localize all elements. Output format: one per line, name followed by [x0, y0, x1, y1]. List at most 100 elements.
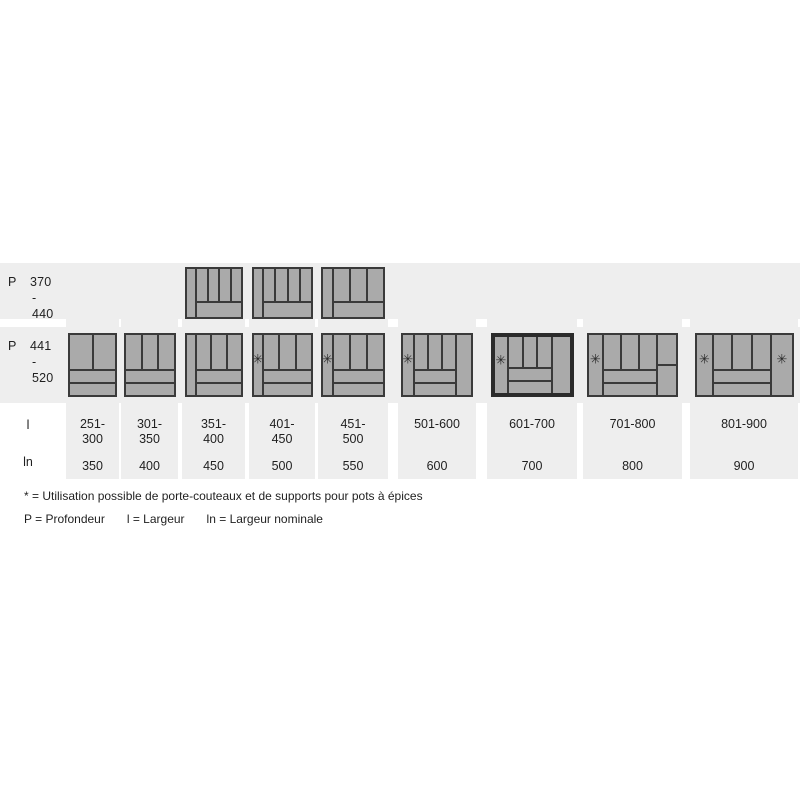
width-range-text: 251- 300 [79, 417, 106, 446]
nominal-width-text: 500 [271, 459, 293, 473]
tray-compartment [415, 335, 429, 369]
tray-compartment [159, 335, 175, 369]
tray-compartment [538, 337, 552, 367]
tray-top-compartments [509, 337, 552, 367]
column-nominal-value-400: 400 [121, 455, 178, 474]
legend-p: P = Profondeur [24, 512, 105, 526]
tray-compartment [126, 335, 143, 369]
tray-compartment [640, 335, 656, 369]
column-nominal-value-600: 600 [398, 455, 476, 474]
tray-bar [334, 301, 383, 317]
tray-compartment [752, 335, 770, 369]
asterisk-marker-left: ✳ [322, 352, 333, 368]
footnote-asterisk: * = Utilisation possible de porte-coutea… [24, 489, 423, 503]
depth-1-line3: 440 [32, 307, 54, 321]
nominal-width-text: 900 [733, 459, 755, 473]
tray-bar [604, 369, 656, 382]
width-range-text: 601-700 [509, 417, 555, 431]
tray-body: ✳ [589, 335, 676, 395]
tray-compartment [523, 337, 539, 367]
tray-top-compartments [334, 269, 383, 301]
width-range-text: 401- 450 [269, 417, 295, 446]
nominal-width-text: 700 [521, 459, 543, 473]
column-nominal-value-800: 800 [583, 455, 682, 474]
tray-bar [264, 369, 311, 382]
column-nominal-value-450: 450 [182, 455, 245, 474]
tray-top-compartments [604, 335, 656, 369]
tray-main-stack [197, 269, 241, 317]
tray-compartment [70, 335, 94, 369]
tray-bar [714, 382, 770, 395]
tray-body [70, 335, 115, 395]
tray-body: ✳ [252, 335, 311, 395]
tray-body: ✳ [403, 335, 471, 395]
depth-2-line2: - [32, 355, 37, 369]
tray-p441-520-col-6: ✳ [401, 333, 473, 397]
asterisk-marker-left: ✳ [699, 352, 710, 368]
column-width-value-500: 401- 450 [249, 417, 315, 447]
tray-top-compartments [197, 335, 241, 369]
tray-p441-520-col-7: ✳ [491, 333, 574, 397]
depth-2-line1: 441 [30, 339, 52, 353]
tray-right-section: ✳ [772, 335, 792, 395]
tray-main-stack [334, 269, 383, 317]
tray-compartment [197, 335, 213, 369]
tray-right-cell [658, 366, 676, 395]
tray-bar [197, 369, 241, 382]
row-header-nominal-width: ln [23, 455, 33, 469]
tray-bottom-bars [604, 369, 656, 395]
tray-side-column-right: ✳ [772, 335, 792, 395]
tray-p370-440-col-3 [185, 267, 243, 319]
tray-compartment [443, 335, 455, 369]
column-width-value-600: 501-600 [398, 417, 476, 432]
tray-compartment [212, 335, 228, 369]
column-width-value-800: 701-800 [583, 417, 682, 432]
tray-side-column-left [187, 269, 197, 317]
tray-top-compartments [334, 335, 383, 369]
tray-compartment [231, 269, 241, 301]
tray-compartment [296, 335, 311, 369]
depth-1-line2: - [32, 291, 37, 305]
depth-2-line3: 520 [32, 371, 54, 385]
column-nominal-value-350: 350 [66, 455, 119, 474]
asterisk-marker-left: ✳ [252, 352, 264, 368]
tray-bar [415, 369, 455, 382]
tray-top-compartments [264, 335, 311, 369]
tray-side-column-left: ✳ [322, 335, 334, 395]
tray-bar [126, 369, 174, 382]
tray-compartment [334, 335, 351, 369]
tray-bar [334, 369, 383, 382]
tray-body: ✳ [495, 337, 570, 393]
column-nominal-value-700: 700 [487, 455, 577, 474]
tray-compartment [733, 335, 753, 369]
tray-side-column-left: ✳ [697, 335, 714, 395]
tray-p441-520-col-2 [124, 333, 176, 397]
tray-right-section [457, 335, 471, 395]
depth-prefix-1: P [8, 275, 17, 289]
tray-side-column-left [323, 269, 334, 317]
tray-p441-520-col-5: ✳ [321, 333, 385, 397]
legend-l: l = Largeur [126, 512, 185, 526]
width-range-text: 701-800 [609, 417, 656, 431]
tray-main-stack [334, 335, 383, 395]
column-width-value-400: 301- 350 [121, 417, 178, 447]
column-width-value-450: 351- 400 [182, 417, 245, 447]
tray-main-stack [126, 335, 175, 395]
tray-bottom-bars [264, 369, 311, 395]
column-width-value-700: 601-700 [487, 417, 577, 432]
tray-bar [509, 380, 551, 393]
tray-main-stack [264, 335, 311, 395]
tray-compartment [351, 335, 368, 369]
column-width-value-350: 251- 300 [66, 417, 119, 447]
column-width-value-550: 451- 500 [318, 417, 388, 447]
tray-compartment [288, 269, 301, 301]
tray-p370-440-col-4 [252, 267, 313, 319]
tray-bar [604, 382, 656, 395]
tray-top-compartments [126, 335, 175, 369]
tray-compartment [509, 337, 524, 367]
tray-bottom-bars [714, 369, 770, 395]
tray-bottom-bars [334, 301, 383, 317]
